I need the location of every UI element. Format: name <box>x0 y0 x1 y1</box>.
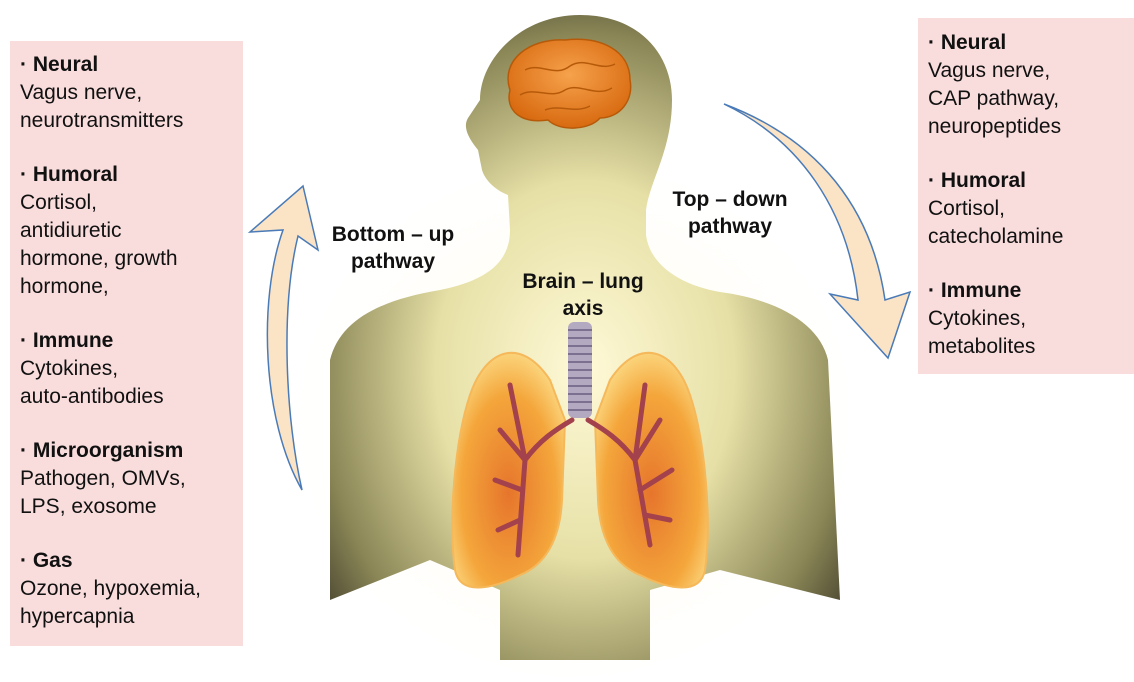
left-group-text: Ozone, hypoxemia, hypercapnia <box>20 575 235 631</box>
left-group-microorganism: · Microorganism Pathogen, OMVs, LPS, exo… <box>20 437 235 521</box>
left-group-neural: · Neural Vagus nerve, neurotransmitters <box>20 51 235 135</box>
right-group-title: · Immune <box>928 277 1126 305</box>
left-group-immune: · Immune Cytokines, auto-antibodies <box>20 327 235 411</box>
left-group-text: Vagus nerve, neurotransmitters <box>20 79 235 135</box>
right-group-title: · Neural <box>928 29 1126 57</box>
left-group-title: · Microorganism <box>20 437 235 465</box>
left-group-title: · Humoral <box>20 161 235 189</box>
left-group-gas: · Gas Ozone, hypoxemia, hypercapnia <box>20 547 235 631</box>
right-group-title: · Humoral <box>928 167 1126 195</box>
left-group-title: · Immune <box>20 327 235 355</box>
right-group-humoral: · Humoral Cortisol, catecholamine <box>928 167 1126 251</box>
left-group-text: Cortisol, antidiuretic hormone, growth h… <box>20 189 235 301</box>
top-down-pathway-label: Top – down pathway <box>660 186 800 240</box>
brain-lung-axis-label: Brain – lung axis <box>505 268 661 322</box>
left-group-text: Cytokines, auto-antibodies <box>20 355 235 411</box>
right-group-text: Cytokines, metabolites <box>928 305 1126 361</box>
left-group-humoral: · Humoral Cortisol, antidiuretic hormone… <box>20 161 235 301</box>
right-group-neural: · Neural Vagus nerve, CAP pathway, neuro… <box>928 29 1126 141</box>
right-group-immune: · Immune Cytokines, metabolites <box>928 277 1126 361</box>
brain <box>508 39 631 128</box>
bottom-up-factors-panel: · Neural Vagus nerve, neurotransmitters … <box>10 41 243 646</box>
left-group-text: Pathogen, OMVs, LPS, exosome <box>20 465 235 521</box>
left-group-title: · Neural <box>20 51 235 79</box>
left-group-title: · Gas <box>20 547 235 575</box>
top-down-factors-panel: · Neural Vagus nerve, CAP pathway, neuro… <box>918 18 1134 374</box>
right-group-text: Vagus nerve, CAP pathway, neuropeptides <box>928 57 1126 141</box>
bottom-up-pathway-label: Bottom – up pathway <box>318 221 468 275</box>
right-group-text: Cortisol, catecholamine <box>928 195 1126 251</box>
trachea <box>568 322 592 418</box>
